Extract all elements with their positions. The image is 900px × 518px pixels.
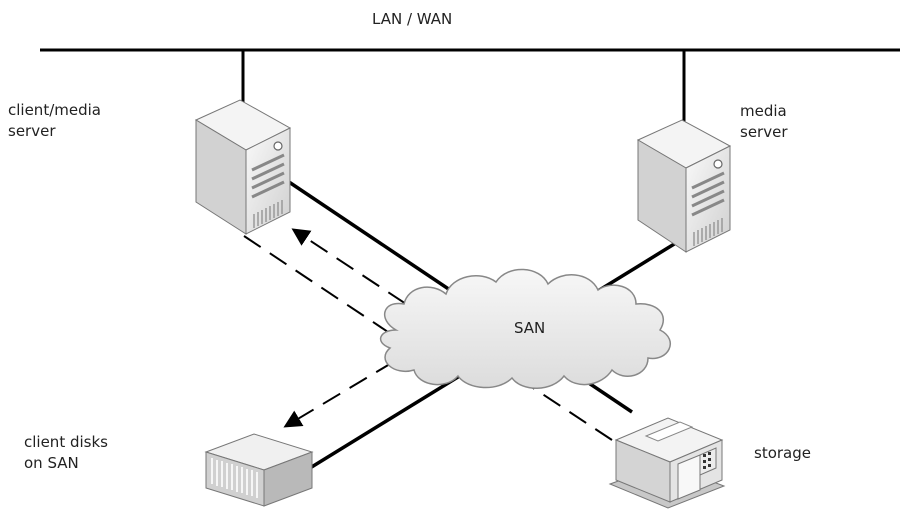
media-server-label: media server (740, 102, 788, 141)
lan-wan-label: LAN / WAN (372, 10, 453, 28)
san-label: SAN (514, 319, 546, 337)
media-server-icon (636, 119, 732, 253)
disk-array-icon (204, 433, 314, 507)
flow-to-client-disks (283, 345, 421, 428)
san-cloud (379, 268, 671, 389)
storage-unit-icon (608, 417, 726, 509)
storage-label: storage (754, 444, 811, 462)
client-disks-label: client disks on SAN (24, 433, 108, 472)
client-media-server-icon (194, 99, 292, 235)
client-media-server-label: client/media server (8, 101, 101, 140)
